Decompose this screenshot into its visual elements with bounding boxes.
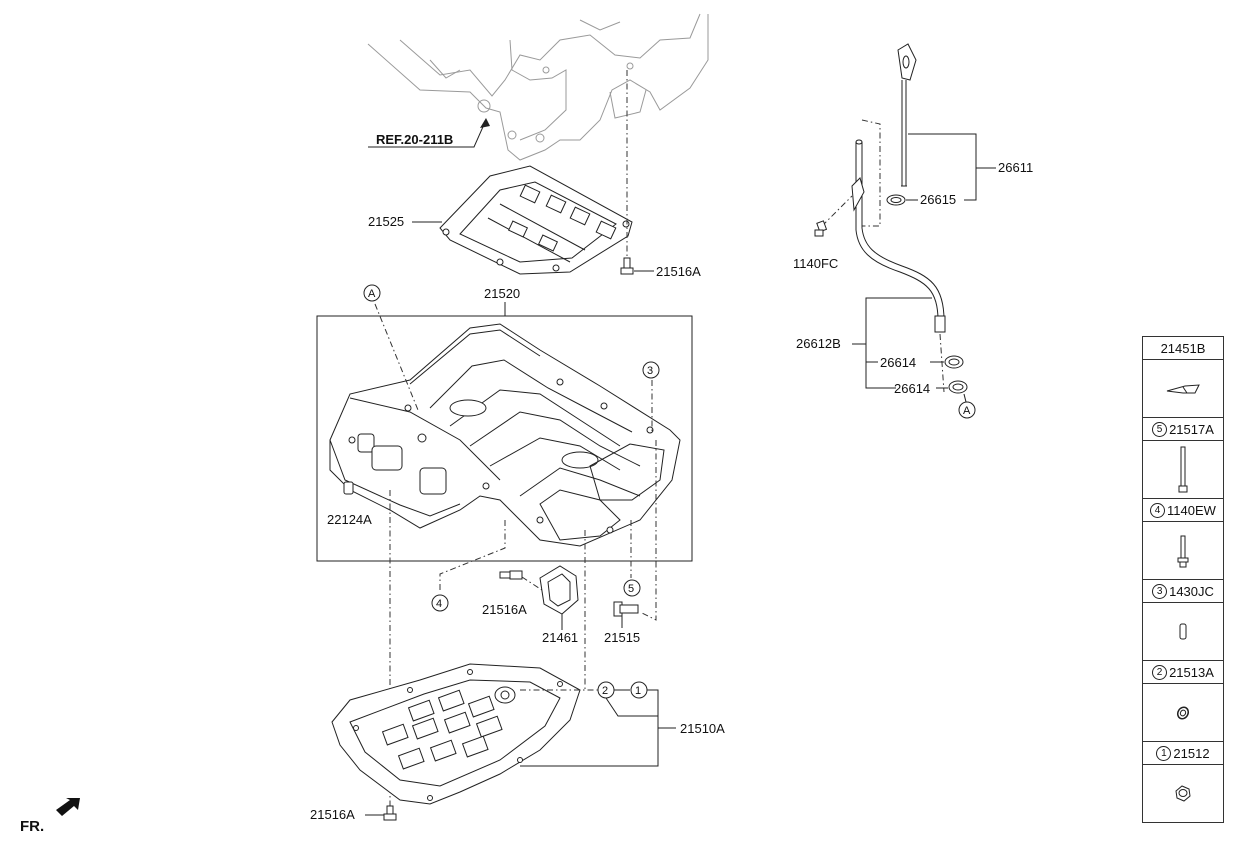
front-direction-arrow-icon bbox=[56, 798, 80, 816]
legend-callout-number: 1 bbox=[1156, 745, 1172, 761]
dowel-22124A bbox=[343, 481, 354, 495]
bolt-21516A-mid bbox=[499, 570, 523, 580]
callout-5: 5 bbox=[623, 579, 641, 597]
callout-2: 2 bbox=[597, 681, 615, 699]
svg-text:1: 1 bbox=[635, 685, 641, 697]
label-21516A-mid: 21516A bbox=[482, 602, 527, 617]
bolt-1140FC bbox=[814, 220, 828, 237]
legend-item-21512: 1 21512 bbox=[1142, 741, 1224, 823]
legend-item-1430JC: 3 1430JC bbox=[1142, 579, 1224, 660]
o-ring-26614-lower bbox=[948, 380, 968, 394]
label-21520: 21520 bbox=[484, 286, 520, 301]
label-22124A: 22124A bbox=[327, 512, 372, 527]
legend-part-number: 21512 bbox=[1173, 745, 1210, 761]
baffle-plate-21525 bbox=[439, 165, 633, 275]
legend-part-number: 1140EW bbox=[1167, 502, 1216, 518]
legend-part-number: 21513A bbox=[1169, 664, 1214, 680]
gasket-ring-icon bbox=[1143, 684, 1223, 741]
label-26612B: 26612B bbox=[796, 336, 841, 351]
long-bolt-icon bbox=[1143, 441, 1223, 498]
legend-item-21513A: 2 21513A bbox=[1142, 660, 1224, 741]
callout-3: 3 bbox=[642, 361, 660, 379]
legend-callout-number: 5 bbox=[1152, 421, 1168, 437]
bolt-21516A-top bbox=[620, 257, 634, 275]
dowel-pin-icon bbox=[1143, 603, 1223, 660]
legend-header: 4 1140EW bbox=[1143, 499, 1223, 522]
cover-21461 bbox=[539, 565, 579, 615]
parts-legend: 21451B 5 21517A 4 1140EW 3 1430JC bbox=[1142, 336, 1224, 823]
label-26615: 26615 bbox=[920, 192, 956, 207]
legend-header: 2 21513A bbox=[1143, 661, 1223, 684]
ref-text: REF.20-211B bbox=[376, 132, 453, 147]
o-ring-26615 bbox=[886, 194, 906, 206]
svg-text:5: 5 bbox=[628, 583, 634, 595]
legend-part-number: 21517A bbox=[1169, 421, 1214, 437]
legend-part-number: 21451B bbox=[1160, 340, 1206, 356]
callout-A-left: A bbox=[363, 284, 381, 302]
upper-oil-pan-frame bbox=[316, 315, 693, 562]
label-21515: 21515 bbox=[604, 630, 640, 645]
engine-block-reference bbox=[367, 13, 709, 161]
fr-label: FR. bbox=[20, 818, 44, 835]
svg-text:4: 4 bbox=[436, 598, 442, 610]
legend-part-number: 1430JC bbox=[1169, 583, 1214, 599]
label-21525: 21525 bbox=[368, 214, 404, 229]
svg-text:A: A bbox=[368, 288, 376, 300]
label-26614-upper: 26614 bbox=[880, 355, 916, 370]
legend-header: 21451B bbox=[1143, 337, 1223, 360]
legend-item-21451B: 21451B bbox=[1142, 336, 1224, 417]
ref-label: REF.20-211B bbox=[368, 118, 490, 148]
dipstick-26611 bbox=[897, 43, 917, 187]
label-21516A-bottom: 21516A bbox=[310, 807, 355, 822]
plug-cap-icon bbox=[1143, 360, 1223, 417]
bolt-21515 bbox=[613, 601, 639, 617]
svg-text:A: A bbox=[963, 405, 971, 417]
callout-1: 1 bbox=[630, 681, 648, 699]
legend-item-21517A: 5 21517A bbox=[1142, 417, 1224, 498]
bolt-21516A-bottom bbox=[383, 805, 397, 821]
legend-header: 3 1430JC bbox=[1143, 580, 1223, 603]
upper-oil-pan-21520 bbox=[329, 323, 681, 547]
label-26611: 26611 bbox=[998, 160, 1033, 175]
label-21461: 21461 bbox=[542, 630, 578, 645]
callout-4: 4 bbox=[431, 594, 449, 612]
dipstick-tube-26612B bbox=[851, 139, 946, 333]
legend-item-1140EW: 4 1140EW bbox=[1142, 498, 1224, 579]
drain-plug-icon bbox=[1143, 765, 1223, 822]
label-1140FC: 1140FC bbox=[793, 256, 838, 271]
legend-callout-number: 3 bbox=[1152, 583, 1168, 599]
label-26614-lower: 26614 bbox=[894, 381, 930, 396]
svg-text:3: 3 bbox=[647, 365, 653, 377]
legend-header: 1 21512 bbox=[1143, 742, 1223, 765]
label-21516A-top: 21516A bbox=[656, 264, 701, 279]
o-ring-26614-upper bbox=[944, 355, 964, 369]
legend-callout-number: 4 bbox=[1150, 502, 1166, 518]
flange-bolt-icon bbox=[1143, 522, 1223, 579]
svg-text:2: 2 bbox=[602, 685, 608, 697]
legend-callout-number: 2 bbox=[1152, 664, 1168, 680]
label-21510A: 21510A bbox=[680, 721, 725, 736]
lower-oil-pan-21510A bbox=[331, 663, 581, 805]
callout-A-right: A bbox=[958, 401, 976, 419]
legend-header: 5 21517A bbox=[1143, 418, 1223, 441]
